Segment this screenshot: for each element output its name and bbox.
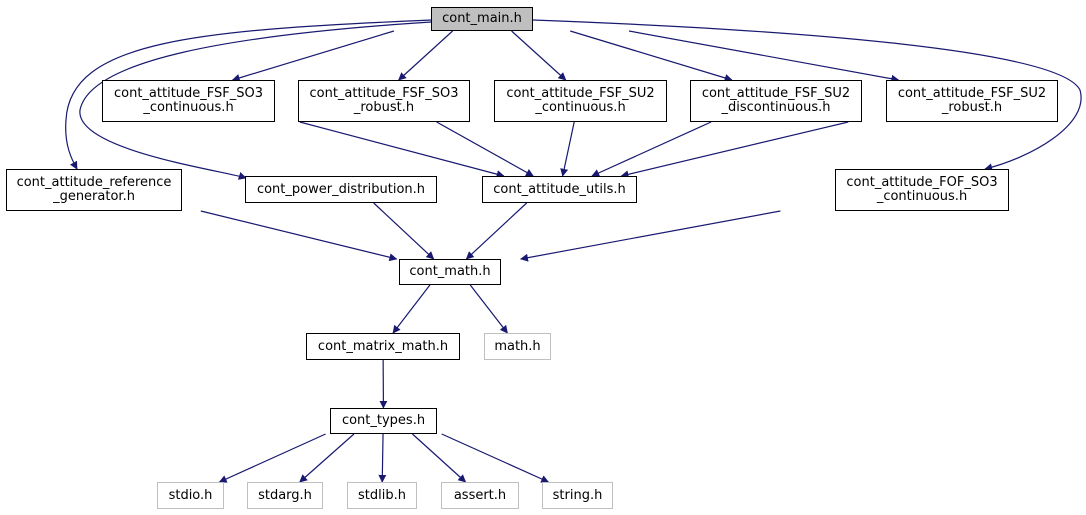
node-label-line-2: _robust.h <box>941 100 1003 115</box>
node-label-line-1: cont_attitude_FSF_SU2 <box>897 86 1047 101</box>
node-label-line-2: _continuous.h <box>876 189 968 204</box>
edge-fsf-so3-robust-to-att-utils <box>436 121 534 177</box>
edge-main-to-fsf-su2-cont <box>511 30 567 81</box>
node-attitude-utils[interactable]: cont_attitude_utils.h <box>482 176 637 203</box>
node-label: cont_math.h <box>409 264 491 279</box>
node-system-math: math.h <box>484 333 551 360</box>
node-label: stdlib.h <box>358 487 406 503</box>
edge-ref-gen-to-math-h <box>200 210 398 262</box>
node-label-line-1: cont_attitude_FOF_SO3 <box>846 175 998 190</box>
node-cont-main: cont_main.h <box>431 7 533 31</box>
edge-main-to-fsf-su2-discont <box>570 30 733 82</box>
edge-fsf-su2-robust-to-att-utils <box>620 121 849 179</box>
node-label: cont_main.h <box>442 11 522 26</box>
edge-fsf-su2-discont-to-att-utils <box>591 121 712 177</box>
node-label: stdio.h <box>168 487 213 503</box>
node-matrix-math[interactable]: cont_matrix_math.h <box>306 333 460 360</box>
edge-types-to-stdlib <box>378 433 387 483</box>
node-system-stdarg: stdarg.h <box>247 482 323 509</box>
node-power-distribution[interactable]: cont_power_distribution.h <box>245 176 437 203</box>
node-fsf-su2-discontinuous[interactable]: cont_attitude_FSF_SU2 _discontinuous.h <box>690 80 862 122</box>
node-system-stdlib: stdlib.h <box>347 482 417 509</box>
node-label: cont_types.h <box>341 413 426 428</box>
node-system-stdio: stdio.h <box>157 482 224 509</box>
edge-fsf-su2-cont-to-att-utils <box>560 121 575 177</box>
node-label: assert.h <box>453 487 507 503</box>
node-fof-so3-continuous[interactable]: cont_attitude_FOF_SO3 _continuous.h <box>835 169 1009 211</box>
node-label: math.h <box>494 338 541 354</box>
node-cont-math[interactable]: cont_math.h <box>399 259 501 285</box>
node-label: stdarg.h <box>258 487 312 503</box>
node-cont-types[interactable]: cont_types.h <box>330 408 437 434</box>
node-label: cont_attitude_utils.h <box>493 181 626 197</box>
edge-main-to-power-dist <box>79 21 432 180</box>
edge-math-h-to-matrix-math <box>392 284 431 334</box>
node-label: string.h <box>552 487 603 503</box>
node-reference-generator[interactable]: cont_attitude_reference _generator.h <box>6 169 182 211</box>
edge-att-utils-to-math-h <box>465 202 528 260</box>
node-label-line-2: _generator.h <box>53 189 135 204</box>
edge-main-to-ref-gen <box>65 19 432 170</box>
node-fsf-so3-continuous[interactable]: cont_attitude_FSF_SO3 _continuous.h <box>102 80 275 122</box>
edge-types-to-string <box>441 433 550 483</box>
edge-main-to-fsf-so3-robust <box>398 30 454 81</box>
node-label: cont_matrix_math.h <box>317 338 449 354</box>
edge-power-dist-to-math-h <box>373 202 435 260</box>
edge-fof-so3-cont-to-math-h <box>520 210 781 262</box>
node-fsf-su2-robust[interactable]: cont_attitude_FSF_SU2 _robust.h <box>886 80 1058 122</box>
edge-types-to-assert <box>412 433 467 483</box>
node-label: cont_power_distribution.h <box>256 181 426 197</box>
edge-types-to-stdarg <box>299 433 355 483</box>
node-fsf-su2-continuous[interactable]: cont_attitude_FSF_SU2 _continuous.h <box>494 80 667 122</box>
node-fsf-so3-robust[interactable]: cont_attitude_FSF_SO3 _robust.h <box>298 80 470 122</box>
node-label-line-1: cont_attitude_FSF_SU2 <box>506 86 655 101</box>
node-label-line-2: _discontinuous.h <box>721 100 831 115</box>
node-label-line-1: cont_attitude_FSF_SO3 <box>113 86 264 101</box>
node-label-line-1: cont_attitude_reference <box>16 175 172 190</box>
node-label-line-1: cont_attitude_FSF_SU2 <box>701 86 851 101</box>
node-label-line-2: _continuous.h <box>535 100 626 115</box>
node-label-line-2: _robust.h <box>353 100 415 115</box>
edge-main-to-fof-so3-cont <box>532 19 1082 172</box>
edge-math-h-to-sys-math <box>469 284 508 334</box>
edge-main-to-fsf-so3-cont <box>231 30 395 82</box>
edge-layer <box>65 19 1082 483</box>
edge-types-to-stdio <box>218 433 326 483</box>
node-label-line-1: cont_attitude_FSF_SO3 <box>309 86 459 101</box>
node-system-assert: assert.h <box>441 482 519 509</box>
node-system-string: string.h <box>542 482 613 509</box>
node-label-line-2: _continuous.h <box>143 100 234 115</box>
edge-main-to-fsf-su2-robust <box>628 30 900 83</box>
edge-fsf-so3-cont-to-att-utils <box>299 121 505 179</box>
